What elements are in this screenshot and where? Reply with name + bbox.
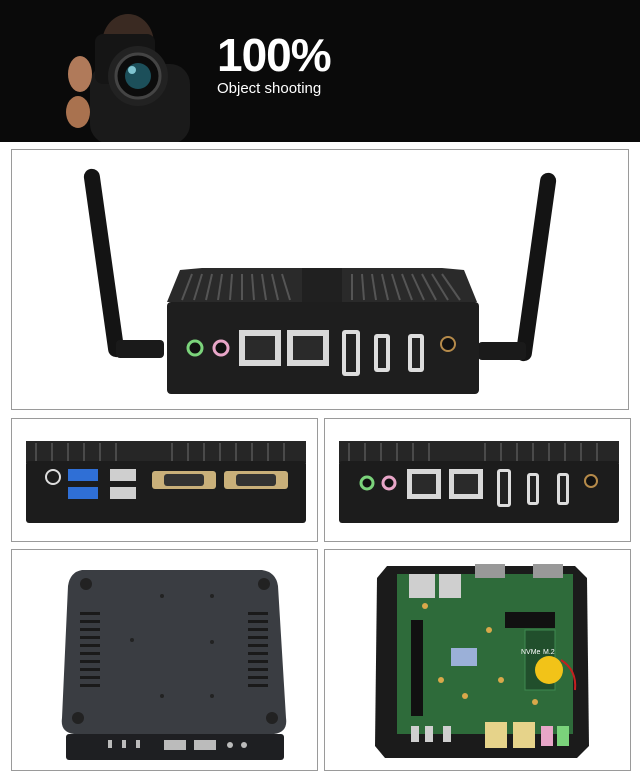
front-view-image [83,168,557,394]
rear-io-panel [11,418,318,542]
photographer-image [66,14,190,142]
svg-text:NVMe: NVMe [521,649,541,656]
banner-headline: 100% [217,29,332,81]
internal-board-panel: NVMe M.2 [324,549,631,771]
front-view-panel [11,149,629,410]
banner: 100% Object shooting [0,0,640,142]
internal-board-image: NVMe M.2 [375,564,589,758]
svg-text:M.2: M.2 [543,649,555,656]
front-io-image [339,441,619,523]
bottom-case-image [61,570,287,760]
rear-io-image [26,441,306,523]
banner-subline: Object shooting [217,80,322,97]
front-io-panel [324,418,631,542]
bottom-case-panel [11,549,318,771]
nvme-label: NVMe M.2 [521,649,555,656]
